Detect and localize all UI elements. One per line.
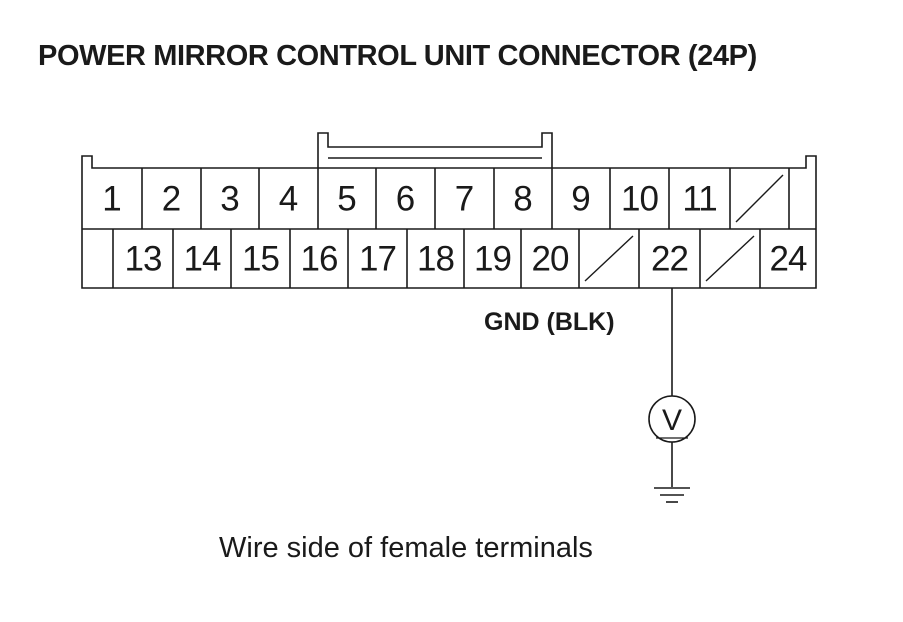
terminal-5-label: 5	[337, 180, 356, 219]
unused-terminal-slash	[705, 235, 755, 282]
diagram-caption: Wire side of female terminals	[219, 532, 593, 564]
terminal-7-label: 7	[455, 180, 474, 219]
terminal-13-label: 13	[125, 240, 162, 279]
terminal-16-label: 16	[301, 240, 338, 279]
voltmeter-symbol: V	[662, 404, 682, 437]
unused-terminal-slash	[735, 174, 784, 223]
connector-outline	[81, 155, 817, 289]
terminal-15-label: 15	[242, 240, 279, 279]
terminal-1-label: 1	[102, 180, 121, 219]
terminal-22-label: 22	[651, 240, 688, 279]
connector-lock-tab	[317, 132, 553, 168]
unused-terminal-slash	[584, 235, 634, 282]
terminal-20-label: 20	[532, 240, 569, 279]
connector-body: V	[81, 132, 817, 503]
terminal-3-label: 3	[220, 180, 239, 219]
terminal-11-label: 11	[682, 180, 716, 219]
terminal-9-label: 9	[571, 180, 590, 219]
terminal-6-label: 6	[396, 180, 415, 219]
ground-wire-label: GND (BLK)	[484, 308, 615, 336]
terminal-8-label: 8	[513, 180, 532, 219]
terminal-17-label: 17	[359, 240, 396, 279]
terminal-18-label: 18	[417, 240, 454, 279]
terminal-2-label: 2	[162, 180, 181, 219]
terminal-14-label: 14	[184, 240, 221, 279]
terminal-4-label: 4	[279, 180, 298, 219]
terminal-10-label: 10	[621, 180, 658, 219]
terminal-24-label: 24	[770, 240, 807, 279]
terminal-19-label: 19	[474, 240, 511, 279]
ground-icon	[654, 487, 690, 503]
page-title: POWER MIRROR CONTROL UNIT CONNECTOR (24P…	[38, 40, 757, 72]
